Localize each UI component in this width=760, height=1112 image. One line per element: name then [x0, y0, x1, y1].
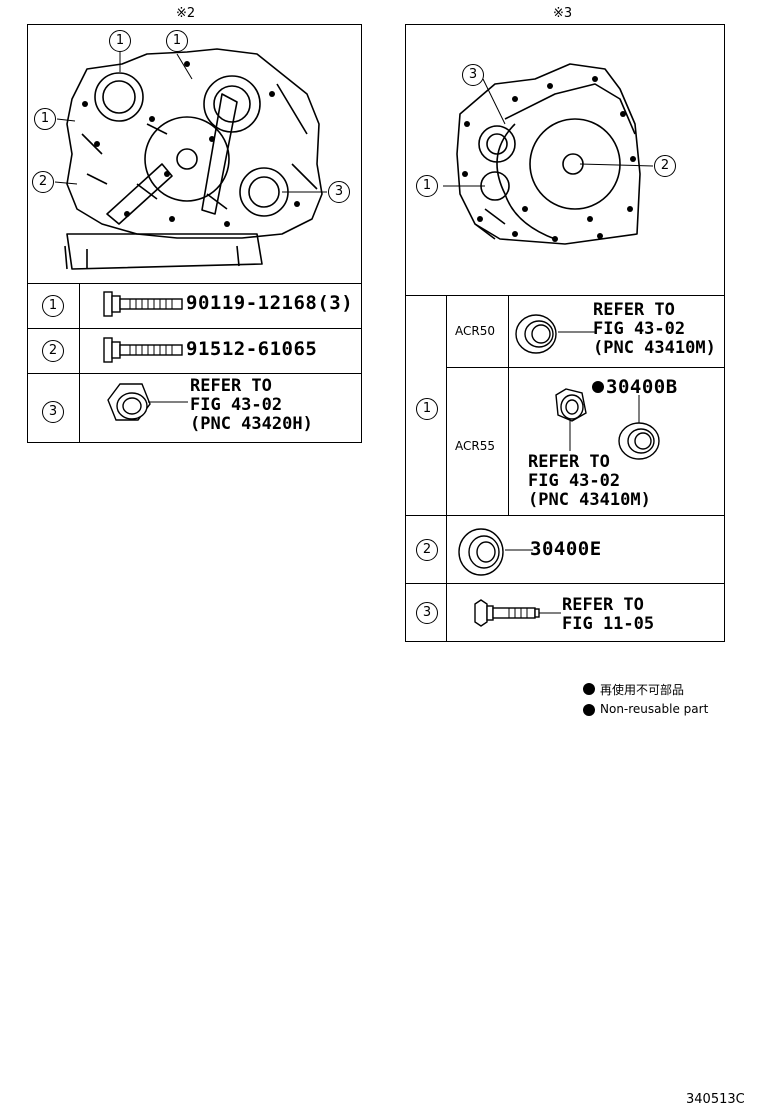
left-row-3-ref: REFER TO FIG 43-02 (PNC 43420H) [190, 376, 313, 434]
left-callout-3: 3 [328, 181, 350, 203]
legend-en: Non-reusable part [600, 702, 709, 716]
left-row-1-part: 90119-12168(3) [186, 292, 354, 314]
non-reusable-dot-icon [592, 381, 604, 393]
left-callout-2: 2 [32, 171, 54, 193]
left-callout-1b: 1 [166, 30, 188, 52]
right-row-2-part: 30400E [530, 538, 602, 560]
right-model-acr55: ACR55 [455, 439, 495, 453]
oil-seal-icon [618, 395, 660, 460]
bolt-icon [103, 291, 183, 317]
left-diagram-panel [27, 24, 362, 443]
right-acr50-ref: REFER TO FIG 43-02 (PNC 43410M) [593, 300, 716, 358]
diagram-code: 340513C [686, 1092, 745, 1107]
seal-sleeve-icon [107, 383, 188, 421]
left-row-1-num: 1 [42, 295, 64, 317]
right-acr55-part: 30400B [606, 376, 678, 398]
right-callout-2: 2 [654, 155, 676, 177]
right-transmission-illustration [443, 63, 654, 245]
legend-jp: 再使用不可部品 [600, 683, 685, 697]
bolt-icon [103, 337, 183, 363]
right-acr55-ref: REFER TO FIG 43-02 (PNC 43410M) [528, 452, 651, 510]
left-row-2-part: 91512-61065 [186, 338, 318, 360]
right-row-3-num: 3 [416, 602, 438, 624]
left-transmission-illustration [54, 48, 327, 270]
left-row-2-num: 2 [42, 340, 64, 362]
right-row-2-num: 2 [416, 539, 438, 561]
right-header-mark: ※3 [553, 6, 573, 21]
left-row-3-num: 3 [42, 401, 64, 423]
bolt-icon [474, 599, 561, 627]
left-callout-1c: 1 [34, 108, 56, 130]
right-model-acr50: ACR50 [455, 324, 495, 338]
left-callout-1a: 1 [109, 30, 131, 52]
seal-sleeve-icon [555, 388, 587, 451]
oil-seal-icon [458, 528, 533, 576]
legend-dot-icon [583, 683, 595, 695]
right-row-3-ref: REFER TO FIG 11-05 [562, 595, 655, 634]
legend-dot-icon [583, 704, 595, 716]
left-header-mark: ※2 [176, 6, 196, 21]
right-diagram-panel [405, 24, 725, 642]
right-row-1-num: 1 [416, 398, 438, 420]
right-callout-1: 1 [416, 175, 438, 197]
right-callout-3: 3 [462, 64, 484, 86]
oil-seal-icon [515, 314, 596, 354]
